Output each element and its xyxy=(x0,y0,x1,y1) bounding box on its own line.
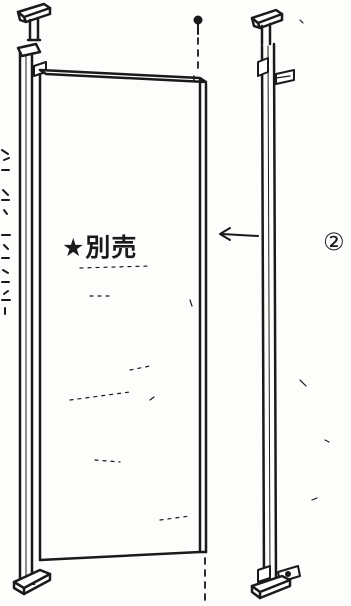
left-pole xyxy=(16,42,42,584)
side-text-marks xyxy=(1,149,11,315)
right-pole xyxy=(260,42,278,586)
right-upper-bracket xyxy=(257,57,295,85)
screw-pin xyxy=(193,15,203,35)
panel-board xyxy=(38,68,208,562)
right-bottom-foot xyxy=(250,574,292,600)
left-bottom-foot xyxy=(12,568,52,596)
panel-texture xyxy=(69,265,191,521)
background-sketch-marks xyxy=(149,19,330,501)
left-top-adjuster xyxy=(16,2,52,42)
panel-label: ★別売 xyxy=(62,233,138,262)
center-dashed-guide xyxy=(197,37,206,606)
insertion-arrow xyxy=(219,227,259,241)
right-top-adjuster xyxy=(250,8,284,46)
step-number: ② xyxy=(323,228,345,256)
